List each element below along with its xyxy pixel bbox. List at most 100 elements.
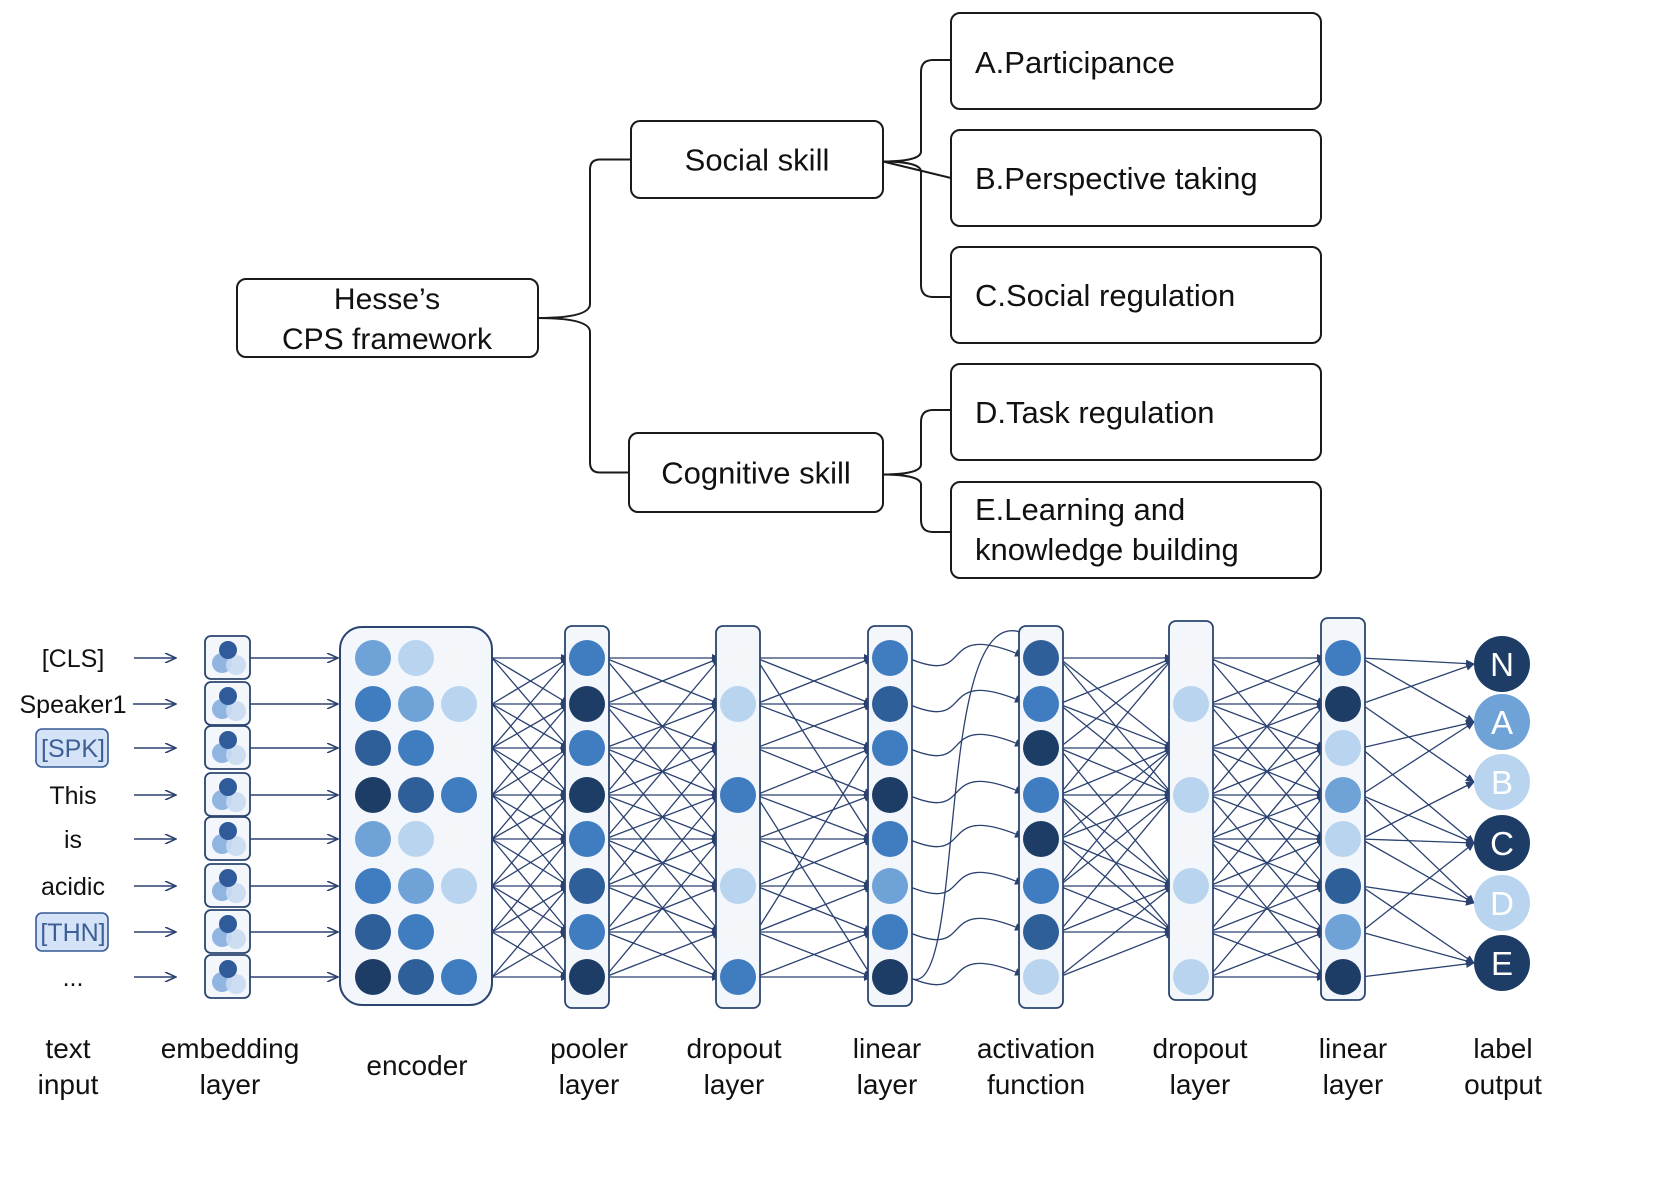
network-edge bbox=[907, 780, 1024, 804]
encoder-unit bbox=[355, 959, 391, 995]
network-edge bbox=[491, 885, 570, 978]
neuron bbox=[1173, 868, 1209, 904]
neuron bbox=[1325, 686, 1361, 722]
network-edge bbox=[604, 657, 721, 796]
skill-box bbox=[950, 246, 1322, 344]
embedding-unit bbox=[204, 681, 251, 726]
neuron bbox=[1325, 821, 1361, 857]
output-edge bbox=[1360, 747, 1475, 844]
neuron bbox=[720, 914, 756, 950]
neuron bbox=[1173, 777, 1209, 813]
branch-label: Cognitive skill bbox=[661, 456, 851, 491]
neuron bbox=[1173, 914, 1209, 950]
branch-connector bbox=[589, 332, 629, 474]
network-edge bbox=[1208, 703, 1326, 840]
network-edge bbox=[491, 747, 570, 796]
network-edge bbox=[1058, 747, 1174, 796]
network-edge bbox=[1208, 747, 1326, 887]
encoder-unit bbox=[398, 868, 434, 904]
special-token-box bbox=[35, 728, 109, 768]
network-edge bbox=[1058, 794, 1174, 887]
neuron bbox=[569, 730, 605, 766]
layer-column bbox=[867, 625, 913, 1007]
network-edge bbox=[604, 931, 721, 978]
neuron bbox=[1173, 959, 1209, 995]
neuron bbox=[872, 821, 908, 857]
network-edge bbox=[604, 794, 721, 933]
skill-label: C.Social regulation bbox=[975, 278, 1235, 313]
network-edge bbox=[755, 703, 873, 749]
child-connector bbox=[920, 59, 951, 152]
output-label: N bbox=[1490, 646, 1514, 683]
encoder-unit bbox=[355, 686, 391, 722]
network-edge bbox=[755, 838, 873, 887]
output-edge bbox=[1360, 721, 1475, 796]
output-label: C bbox=[1490, 825, 1514, 862]
branch-box bbox=[630, 120, 884, 199]
neuron bbox=[1023, 640, 1059, 676]
neuron bbox=[1173, 686, 1209, 722]
neuron bbox=[720, 821, 756, 857]
output-edge bbox=[1360, 838, 1475, 904]
neuron bbox=[569, 821, 605, 857]
neuron bbox=[720, 730, 756, 766]
output-edge bbox=[1360, 657, 1475, 668]
encoder-unit bbox=[398, 914, 434, 950]
neuron bbox=[1325, 777, 1361, 813]
skill-box bbox=[950, 129, 1322, 227]
neuron bbox=[569, 868, 605, 904]
encoder-unit bbox=[355, 914, 391, 950]
special-token-box bbox=[35, 912, 109, 952]
network-edge bbox=[907, 628, 1030, 981]
encoder-unit bbox=[441, 959, 477, 995]
network-edge bbox=[1208, 657, 1326, 705]
neuron bbox=[569, 777, 605, 813]
encoder-unit bbox=[355, 777, 391, 813]
embedding-unit bbox=[204, 772, 251, 817]
classification-network: [CLS]Speaker1[SPK]Thisisacidic[THN]...NA… bbox=[19, 617, 1542, 1100]
neuron bbox=[720, 777, 756, 813]
network-edge bbox=[907, 871, 1024, 895]
token-text: [THN] bbox=[40, 919, 105, 947]
child-connector bbox=[882, 160, 952, 179]
output-label: E bbox=[1491, 945, 1513, 982]
network-edge bbox=[1058, 657, 1174, 796]
network-edges bbox=[491, 628, 1475, 986]
network-edge bbox=[491, 885, 570, 933]
network-edge bbox=[1058, 747, 1174, 840]
output-edge bbox=[1360, 931, 1475, 965]
neuron bbox=[1023, 730, 1059, 766]
encoder-unit bbox=[398, 821, 434, 857]
network-edge bbox=[604, 838, 721, 978]
layer-column bbox=[1018, 625, 1064, 1009]
network-edge bbox=[755, 657, 873, 705]
child-connector bbox=[882, 464, 922, 476]
neuron bbox=[1023, 777, 1059, 813]
network-edge bbox=[491, 794, 570, 887]
encoder-unit bbox=[355, 730, 391, 766]
output-node bbox=[1474, 875, 1530, 931]
output-node bbox=[1474, 754, 1530, 810]
network-edge bbox=[491, 657, 570, 749]
output-edge bbox=[1360, 703, 1475, 783]
token-text: is bbox=[64, 826, 82, 854]
output-edge bbox=[1360, 794, 1475, 844]
root-connector bbox=[537, 303, 591, 319]
network-edge bbox=[491, 657, 570, 705]
skill-label: A.Participance bbox=[975, 45, 1175, 80]
neuron bbox=[1023, 686, 1059, 722]
network-edge bbox=[491, 931, 570, 978]
neuron bbox=[1023, 959, 1059, 995]
network-edge bbox=[755, 885, 873, 933]
network-edge bbox=[755, 747, 873, 796]
encoder-unit bbox=[398, 959, 434, 995]
output-edge bbox=[1360, 657, 1475, 723]
skill-label: B.Perspective taking bbox=[975, 161, 1258, 196]
neuron bbox=[1325, 868, 1361, 904]
neuron bbox=[1325, 914, 1361, 950]
network-edge bbox=[907, 962, 1024, 986]
